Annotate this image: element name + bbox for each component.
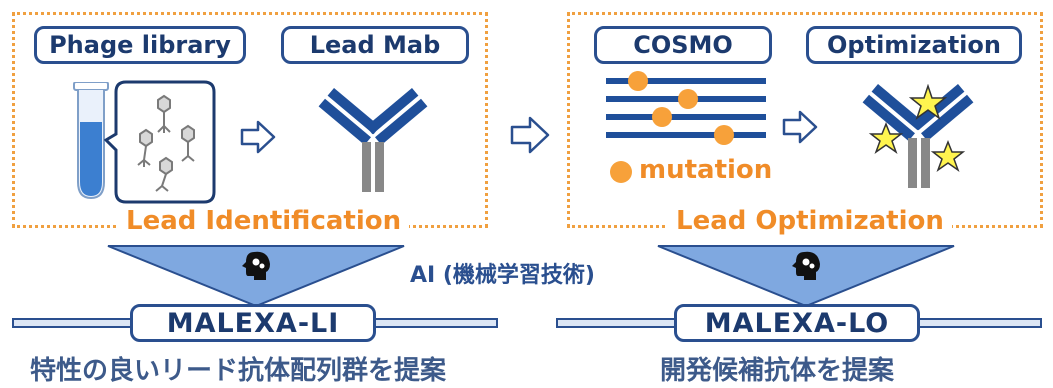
mutation-label: mutation bbox=[639, 155, 773, 185]
sequence-alignment-icon bbox=[606, 71, 766, 145]
malexa-lo-label: MALEXA-LO bbox=[674, 304, 920, 342]
malexa-li-label: MALEXA-LI bbox=[130, 304, 376, 342]
optimization-label: Optimization bbox=[806, 26, 1022, 64]
lead-optimization-label: Lead Optimization bbox=[668, 206, 952, 236]
ai-head-icon bbox=[242, 251, 270, 280]
malexa-li-caption: 特性の良いリード抗体配列群を提案 bbox=[30, 356, 447, 386]
ai-head-icon bbox=[792, 251, 820, 280]
phage-library-label: Phage library bbox=[34, 26, 246, 64]
right-arrow-icon bbox=[782, 110, 818, 144]
malexa-lo-caption: 開発候補抗体を提案 bbox=[660, 356, 895, 386]
lead-mab-label: Lead Mab bbox=[281, 26, 469, 64]
antibody-icon bbox=[318, 88, 428, 192]
optimized-antibody-icon bbox=[862, 84, 974, 188]
mutation-dot-icon bbox=[610, 161, 632, 183]
cosmo-label: COSMO bbox=[594, 26, 772, 64]
right-arrow-icon bbox=[510, 116, 550, 154]
right-arrow-icon bbox=[240, 120, 276, 154]
phage-bubble-icon bbox=[104, 80, 216, 204]
test-tube-icon bbox=[73, 82, 109, 200]
ai-label: AI (機械学習技術) bbox=[410, 263, 595, 288]
lead-identification-label: Lead Identification bbox=[118, 206, 410, 236]
